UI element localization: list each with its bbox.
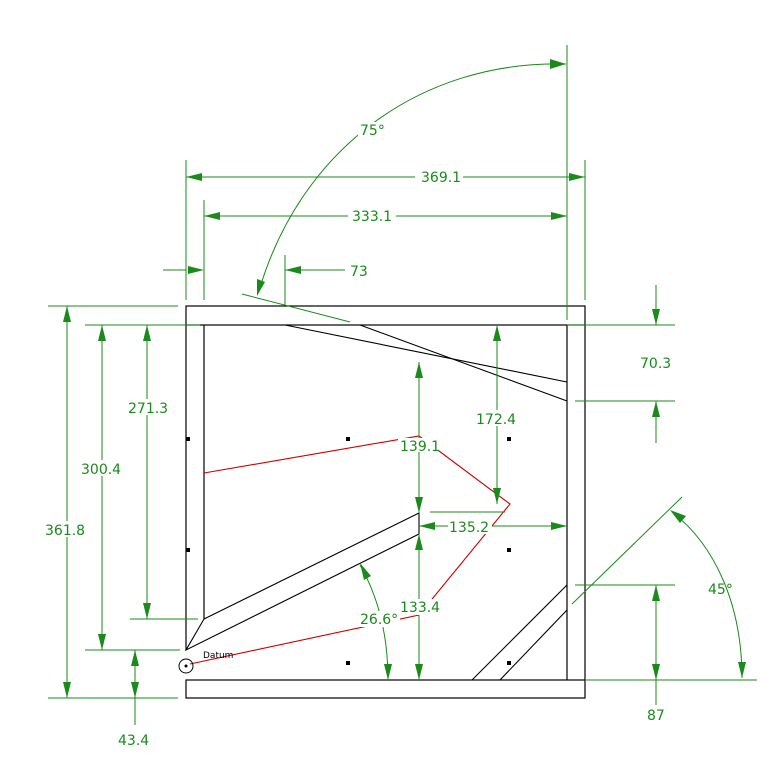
dim-vert-172-label: 172.4 [476,412,516,428]
middle-brace [184,512,420,652]
red-path [189,435,511,665]
lower-right-brace-a [471,584,568,681]
dim-height-bottom-label: 43.4 [118,733,149,749]
dim-angle-45-label: 45° [708,582,733,598]
dot [186,548,190,552]
dim-horiz-135-label: 135.2 [449,520,489,536]
dim-height-87: 87 [575,584,675,724]
lower-right-brace-b [499,609,568,681]
dim-offset-top-label: 73 [350,264,368,280]
dim-height-87-label: 87 [647,708,665,724]
dim-vert-133: 133.4 [398,534,440,680]
datum-circle [178,658,194,674]
dim-width-outer: 369.1 [185,160,586,300]
datum-label: Datum [203,651,233,661]
dim-height-top-right-label: 70.3 [640,356,671,372]
dim-vert-133-label: 133.4 [400,600,440,616]
dim-vert-139: 139.1 [398,362,440,513]
dim-angle-266: 26.6° [358,563,400,681]
dim-vert-139-label: 139.1 [400,439,440,455]
dot [346,437,350,441]
dot [346,661,350,665]
dim-height-outer: 361.8 [44,305,178,699]
dim-vert-172: 172.4 [474,325,520,504]
frame [185,305,586,699]
dim-height-bottom: 43.4 [118,650,149,749]
upper-brace [284,324,568,383]
dim-height-outer-label: 361.8 [45,523,85,539]
dim-angle-top: 75° [241,59,567,323]
dim-horiz-135: 135.2 [419,511,567,536]
dim-angle-top-label: 75° [360,123,385,139]
dim-width-inner-label: 333.1 [352,209,392,225]
dim-height-inner-left: 271.3 [127,325,198,620]
dim-height-left: 300.4 [80,324,200,651]
top-rail [185,305,586,326]
upper-brace-lower [359,324,568,402]
dim-height-left-label: 300.4 [81,462,121,478]
dim-width-outer-label: 369.1 [421,170,461,186]
bottom-rail [185,679,586,699]
reference-dots [186,437,511,665]
datum-center [184,664,188,668]
dim-angle-45: 45° [571,496,757,681]
dot [507,661,511,665]
dim-width-inner: 333.1 [203,45,568,320]
dim-height-inner-left-label: 271.3 [128,401,168,417]
datum-marker: Datum [178,651,233,674]
dim-angle-266-label: 26.6° [360,612,398,628]
dim-offset-top: 73 [163,255,368,305]
dot [186,437,190,441]
dim-height-top-right: 70.3 [567,285,675,443]
dot [507,437,511,441]
dot [507,548,511,552]
